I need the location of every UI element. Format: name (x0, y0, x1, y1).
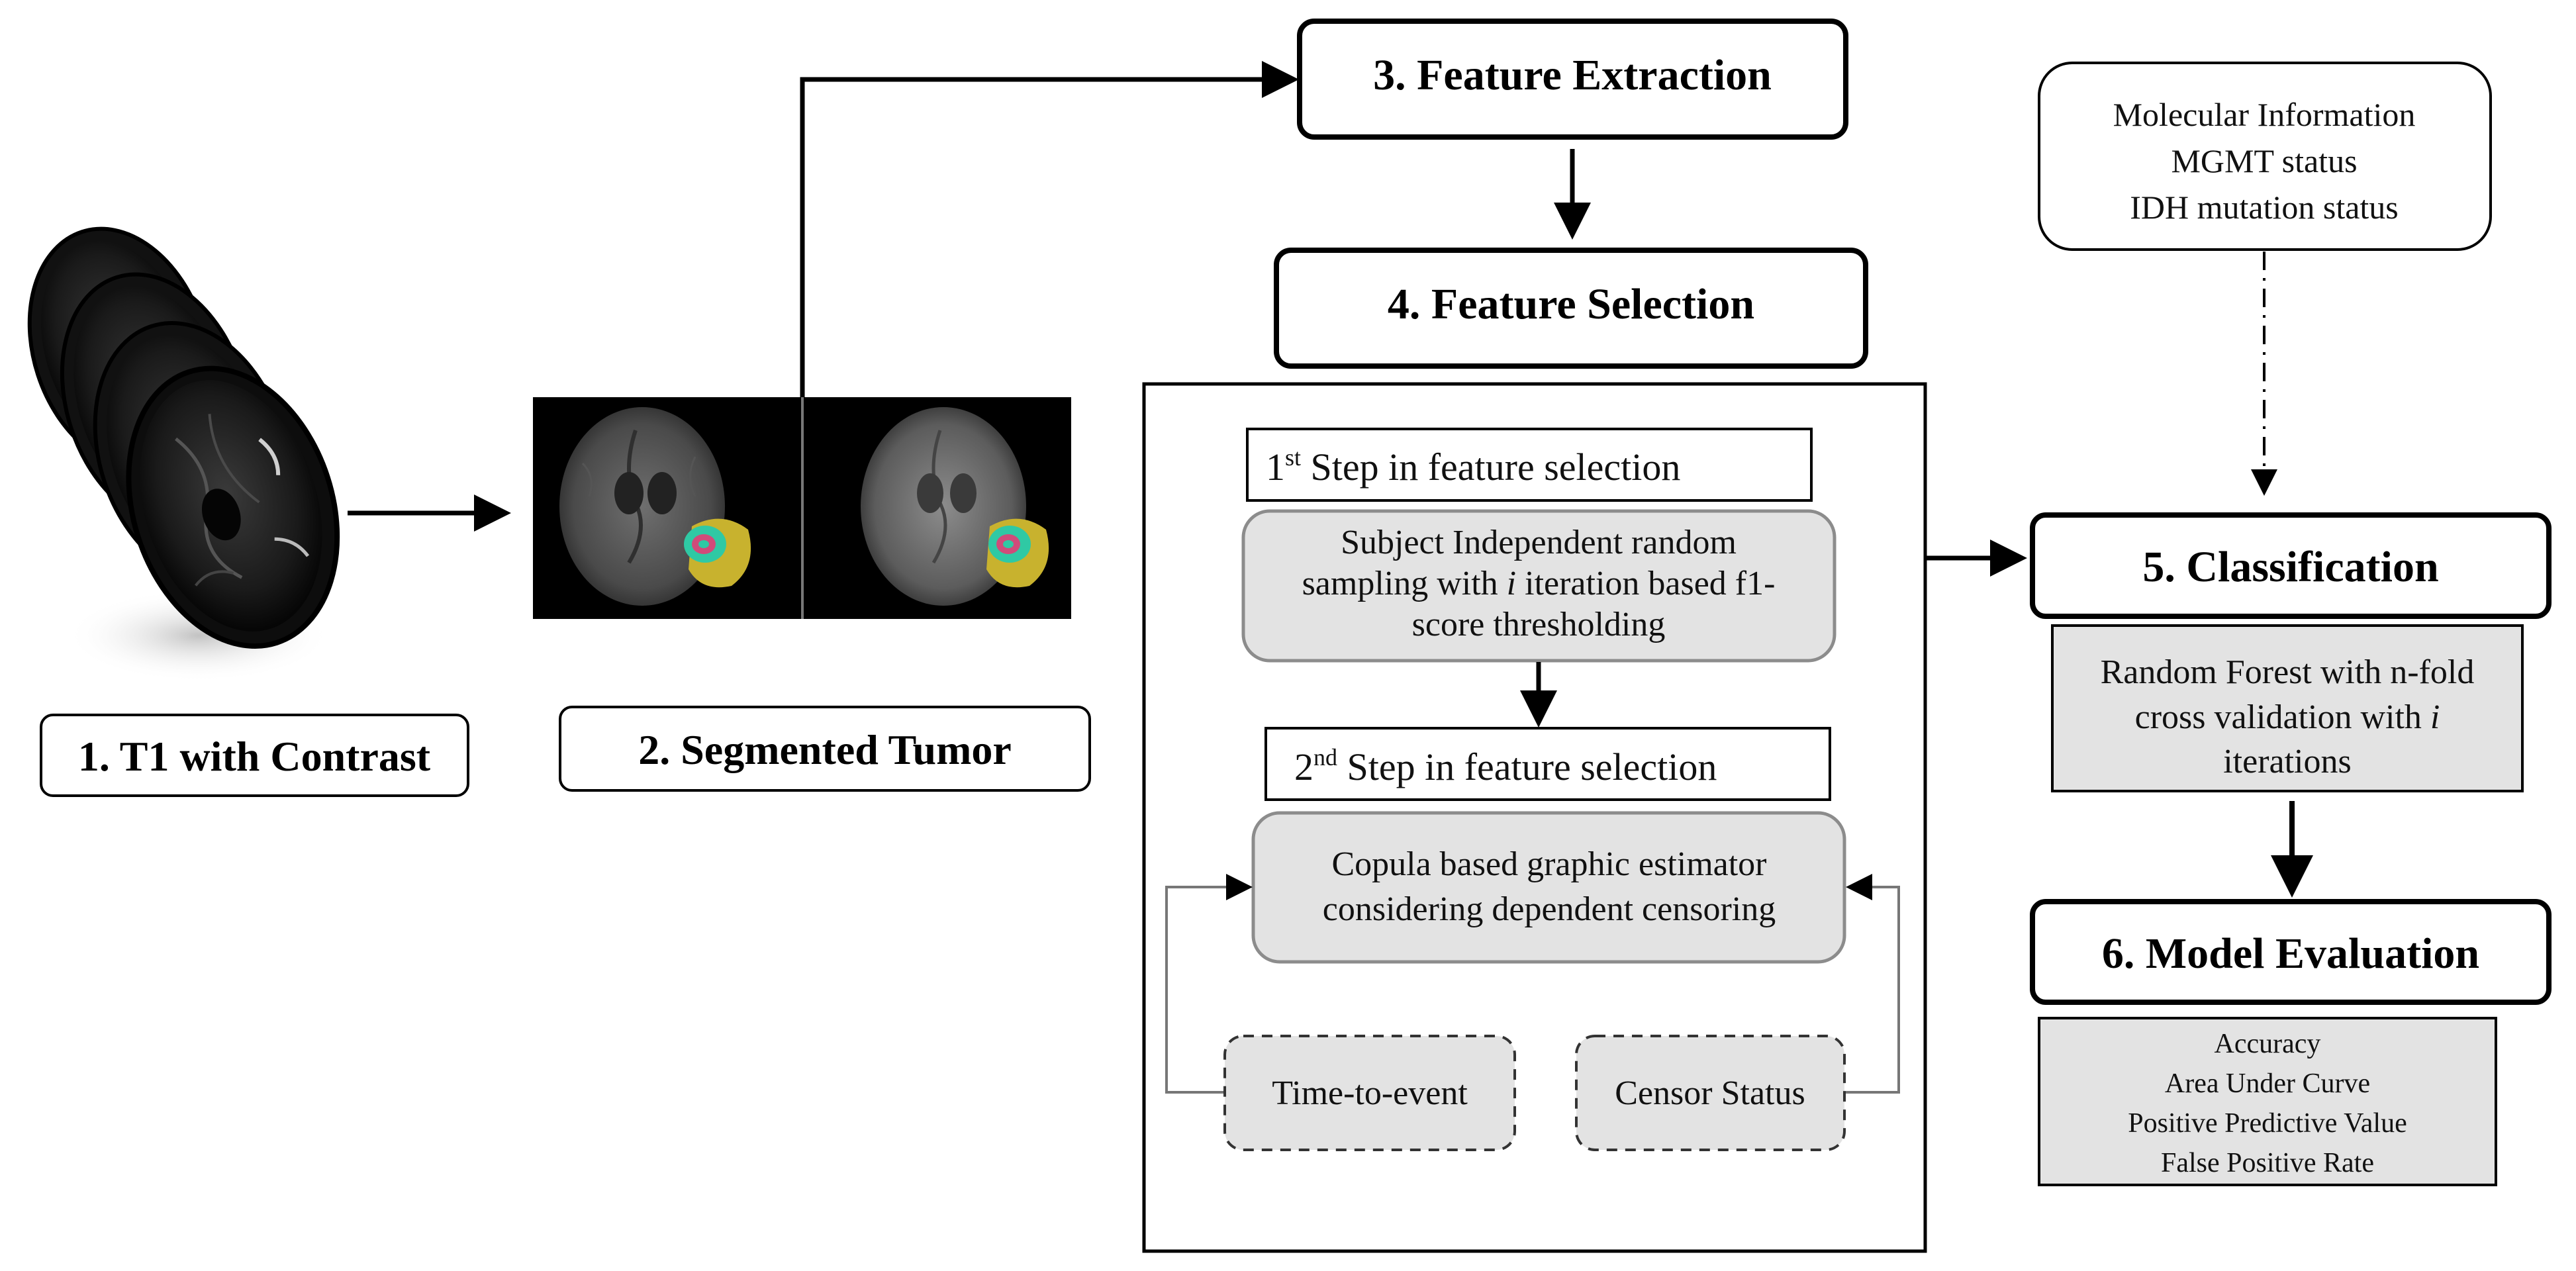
step1-label: 1. T1 with Contrast (78, 733, 431, 780)
second-step-desc-line1: Copula based graphic estimator (1331, 845, 1766, 883)
svg-text:sampling with i iteration base: sampling with i iteration based f1- (1302, 565, 1776, 602)
second-step-header-box: 2nd Step in feature selection (1264, 727, 1831, 801)
arrow-censor-status-feedback (1846, 874, 1900, 1094)
first-step-sup: st (1285, 444, 1301, 471)
time-to-event-label: Time-to-event (1272, 1074, 1468, 1112)
segmented-tumor-images (533, 397, 1071, 619)
step4-feature-selection-box: 4. Feature Selection (1274, 248, 1868, 369)
molecular-information-box: Molecular Information MGMT status IDH mu… (2038, 62, 2492, 251)
molecular-line3: IDH mutation status (2130, 189, 2399, 226)
first-step-num: 1 (1266, 446, 1285, 489)
classification-line2-pre: cross validation with (2135, 698, 2430, 736)
metric-auc: Area Under Curve (2165, 1068, 2370, 1099)
first-step-description-box: Subject Independent random sampling with… (1241, 509, 1837, 663)
step2-segmented-tumor-box: 2. Segmented Tumor (559, 706, 1091, 792)
svg-text:2nd Step in feature selection: 2nd Step in feature selection (1294, 744, 1717, 788)
arrow-segmented-to-extraction (800, 61, 1299, 397)
step3-feature-extraction-box: 3. Feature Extraction (1297, 19, 1848, 140)
first-step-desc-line2-pre: sampling with (1302, 565, 1507, 602)
molecular-line1: Molecular Information (2113, 96, 2416, 133)
classification-line2-italic: i (2430, 698, 2440, 736)
step5-label: 5. Classification (2142, 543, 2438, 591)
molecular-line2: MGMT status (2171, 142, 2357, 179)
brain-mri-stack-icon (27, 226, 340, 682)
step6-label: 6. Model Evaluation (2102, 929, 2479, 978)
classification-detail-box: Random Forest with n-fold cross validati… (2051, 624, 2524, 792)
evaluation-metrics-box: Accuracy Area Under Curve Positive Predi… (2038, 1017, 2497, 1186)
second-step-description-box: Copula based graphic estimator consideri… (1251, 811, 1846, 964)
step4-label: 4. Feature Selection (1388, 280, 1754, 328)
metric-fpr: False Positive Rate (2161, 1148, 2374, 1178)
classification-line1: Random Forest with n-fold (2101, 653, 2475, 691)
first-step-desc-line3: score thresholding (1412, 606, 1666, 643)
second-step-num: 2 (1294, 745, 1313, 788)
svg-text:1st Step in feature selection: 1st Step in feature selection (1266, 444, 1680, 489)
censor-status-box: Censor Status (1575, 1035, 1846, 1151)
metric-accuracy: Accuracy (2215, 1029, 2321, 1059)
first-step-desc-line1: Subject Independent random (1341, 524, 1737, 561)
classification-line3: iterations (2223, 743, 2352, 780)
metric-ppv: Positive Predictive Value (2128, 1108, 2407, 1139)
step6-model-evaluation-box: 6. Model Evaluation (2030, 899, 2552, 1005)
step1-t1-contrast-box: 1. T1 with Contrast (40, 714, 469, 797)
second-step-sup: nd (1313, 744, 1337, 771)
step2-label: 2. Segmented Tumor (638, 726, 1012, 773)
censor-status-label: Censor Status (1615, 1074, 1805, 1112)
first-step-desc-line2-post: iteration based f1- (1516, 565, 1775, 602)
segmented-tumor-image-flair (559, 407, 751, 606)
segmented-tumor-image-t1 (861, 407, 1049, 606)
step5-classification-box: 5. Classification (2030, 512, 2552, 619)
time-to-event-box: Time-to-event (1223, 1035, 1516, 1151)
svg-text:cross validation with i: cross validation with i (2135, 698, 2440, 736)
first-step-rest: Step in feature selection (1301, 446, 1680, 489)
arrow-time-to-event-feedback (1165, 874, 1253, 1094)
second-step-rest: Step in feature selection (1337, 745, 1717, 788)
first-step-header-box: 1st Step in feature selection (1246, 428, 1813, 502)
first-step-desc-line2-italic: i (1507, 565, 1516, 602)
step3-label: 3. Feature Extraction (1373, 51, 1772, 99)
second-step-desc-line2: considering dependent censoring (1323, 890, 1776, 928)
